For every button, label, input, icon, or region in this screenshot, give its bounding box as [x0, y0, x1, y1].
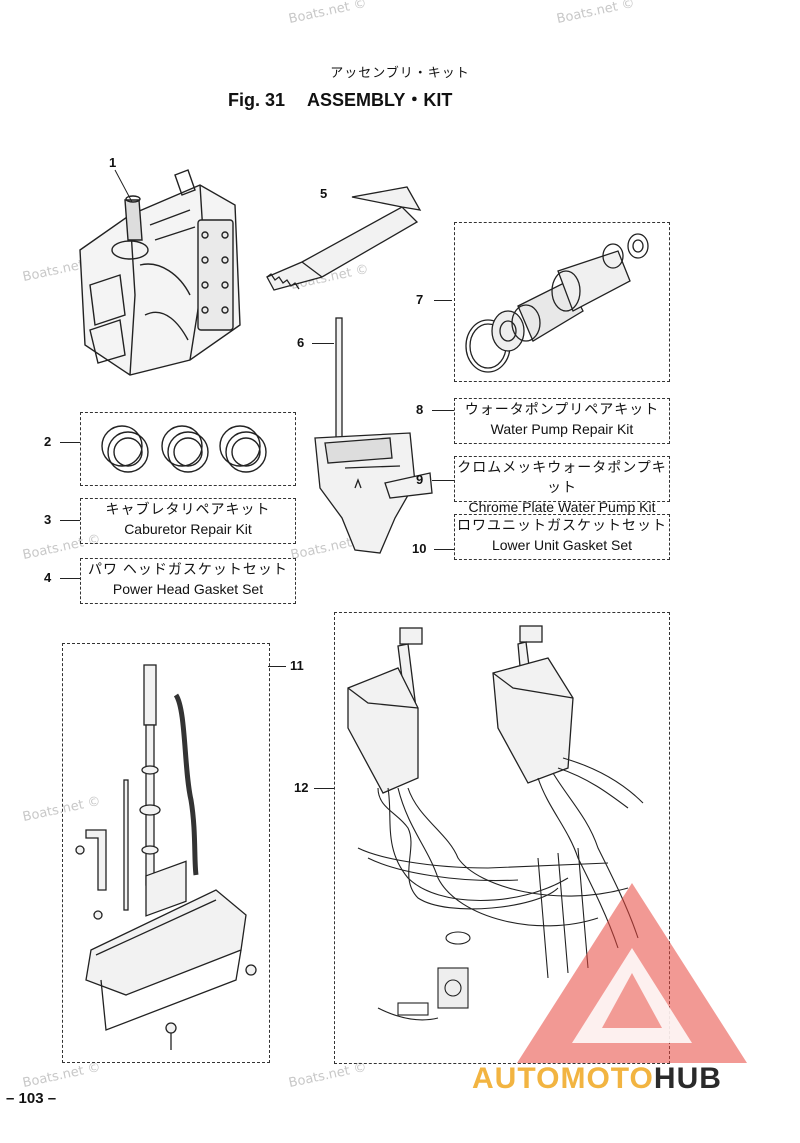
- leader-line: [60, 578, 80, 579]
- remote-control-illustration: [347, 625, 644, 1021]
- lower-unit-illustration: [314, 317, 433, 554]
- kit-en-label: Power Head Gasket Set: [112, 581, 264, 597]
- leader-line: [312, 343, 334, 344]
- callout-9: 9: [416, 472, 424, 487]
- kit-jp-label: キャブレタリペアキット: [105, 501, 271, 517]
- kit-en-label: Caburetor Repair Kit: [124, 521, 252, 537]
- seal-rings-illustration: [101, 425, 267, 473]
- figure-title: Fig. 31 ASSEMBLY・KIT: [228, 86, 452, 112]
- leader-line: [268, 666, 286, 667]
- callout-3: 3: [44, 512, 52, 527]
- carburetor-kit-frame: [80, 412, 296, 486]
- drive-shaft-kit-illustration: [75, 664, 257, 1050]
- brand-wordmark: AUTOMOTOHUB: [472, 1062, 722, 1096]
- leader-line: [314, 788, 334, 789]
- figure-label: Fig. 31: [228, 90, 286, 110]
- kit-jp-label: クロムメッキウォータポンプキット: [457, 459, 667, 495]
- callout-1: 1: [109, 155, 117, 170]
- kit-jp-label: ウォータポンプリペアキット: [464, 401, 660, 417]
- callout-10: 10: [412, 541, 427, 556]
- water-pump-illustration: [465, 233, 649, 373]
- page-number: – 103 –: [6, 1090, 57, 1107]
- callout-6: 6: [297, 335, 305, 350]
- kit-jp-label: ロワユニットガスケットセット: [457, 517, 667, 533]
- water-pump-kit-frame: [454, 222, 670, 382]
- chrome-plate-water-pump-kit-label: クロムメッキウォータポンプキット Chrome Plate Water Pump…: [454, 456, 670, 515]
- callout-2: 2: [44, 434, 52, 449]
- kit-en-label: Lower Unit Gasket Set: [491, 537, 633, 553]
- automotohub-logo-icon: [517, 883, 747, 1063]
- leader-line: [114, 169, 133, 203]
- kit-jp-label: パワ ヘッドガスケットセット: [88, 561, 288, 577]
- leader-line: [60, 520, 80, 521]
- power-head-illustration: [79, 169, 241, 376]
- callout-7: 7: [416, 292, 424, 307]
- lower-unit-gasket-set-label: ロワユニットガスケットセット Lower Unit Gasket Set: [454, 514, 670, 560]
- kit-en-label: Chrome Plate Water Pump Kit: [468, 499, 656, 515]
- leader-line: [60, 442, 80, 443]
- brand-part-1: AUTOMOTO: [472, 1062, 654, 1095]
- remote-control-kit-frame: [334, 612, 670, 1064]
- drive-kit-frame: [62, 643, 270, 1063]
- kit-en-label: Water Pump Repair Kit: [490, 421, 634, 437]
- power-head-gasket-set-label: パワ ヘッドガスケットセット Power Head Gasket Set: [80, 558, 296, 604]
- callout-8: 8: [416, 402, 424, 417]
- callout-4: 4: [44, 570, 52, 585]
- figure-name: ASSEMBLY・KIT: [307, 90, 453, 110]
- leader-line: [434, 549, 454, 550]
- caburetor-repair-kit-label: キャブレタリペアキット Caburetor Repair Kit: [80, 498, 296, 544]
- japanese-title: アッセンブリ・キット: [330, 65, 470, 80]
- water-pump-repair-kit-label: ウォータポンプリペアキット Water Pump Repair Kit: [454, 398, 670, 444]
- drive-shaft-illustration: [266, 186, 422, 291]
- watermark: Boats.net ©: [555, 0, 637, 28]
- watermark: Boats.net ©: [287, 0, 369, 28]
- callout-11: 11: [290, 658, 304, 673]
- brand-part-2: HUB: [653, 1062, 722, 1095]
- leader-line: [434, 300, 452, 301]
- leader-line: [432, 410, 454, 411]
- watermark: Boats.net ©: [21, 1059, 103, 1092]
- callout-5: 5: [320, 186, 328, 201]
- callout-12: 12: [294, 780, 309, 795]
- leader-line: [432, 480, 454, 481]
- watermark: Boats.net ©: [287, 1059, 369, 1092]
